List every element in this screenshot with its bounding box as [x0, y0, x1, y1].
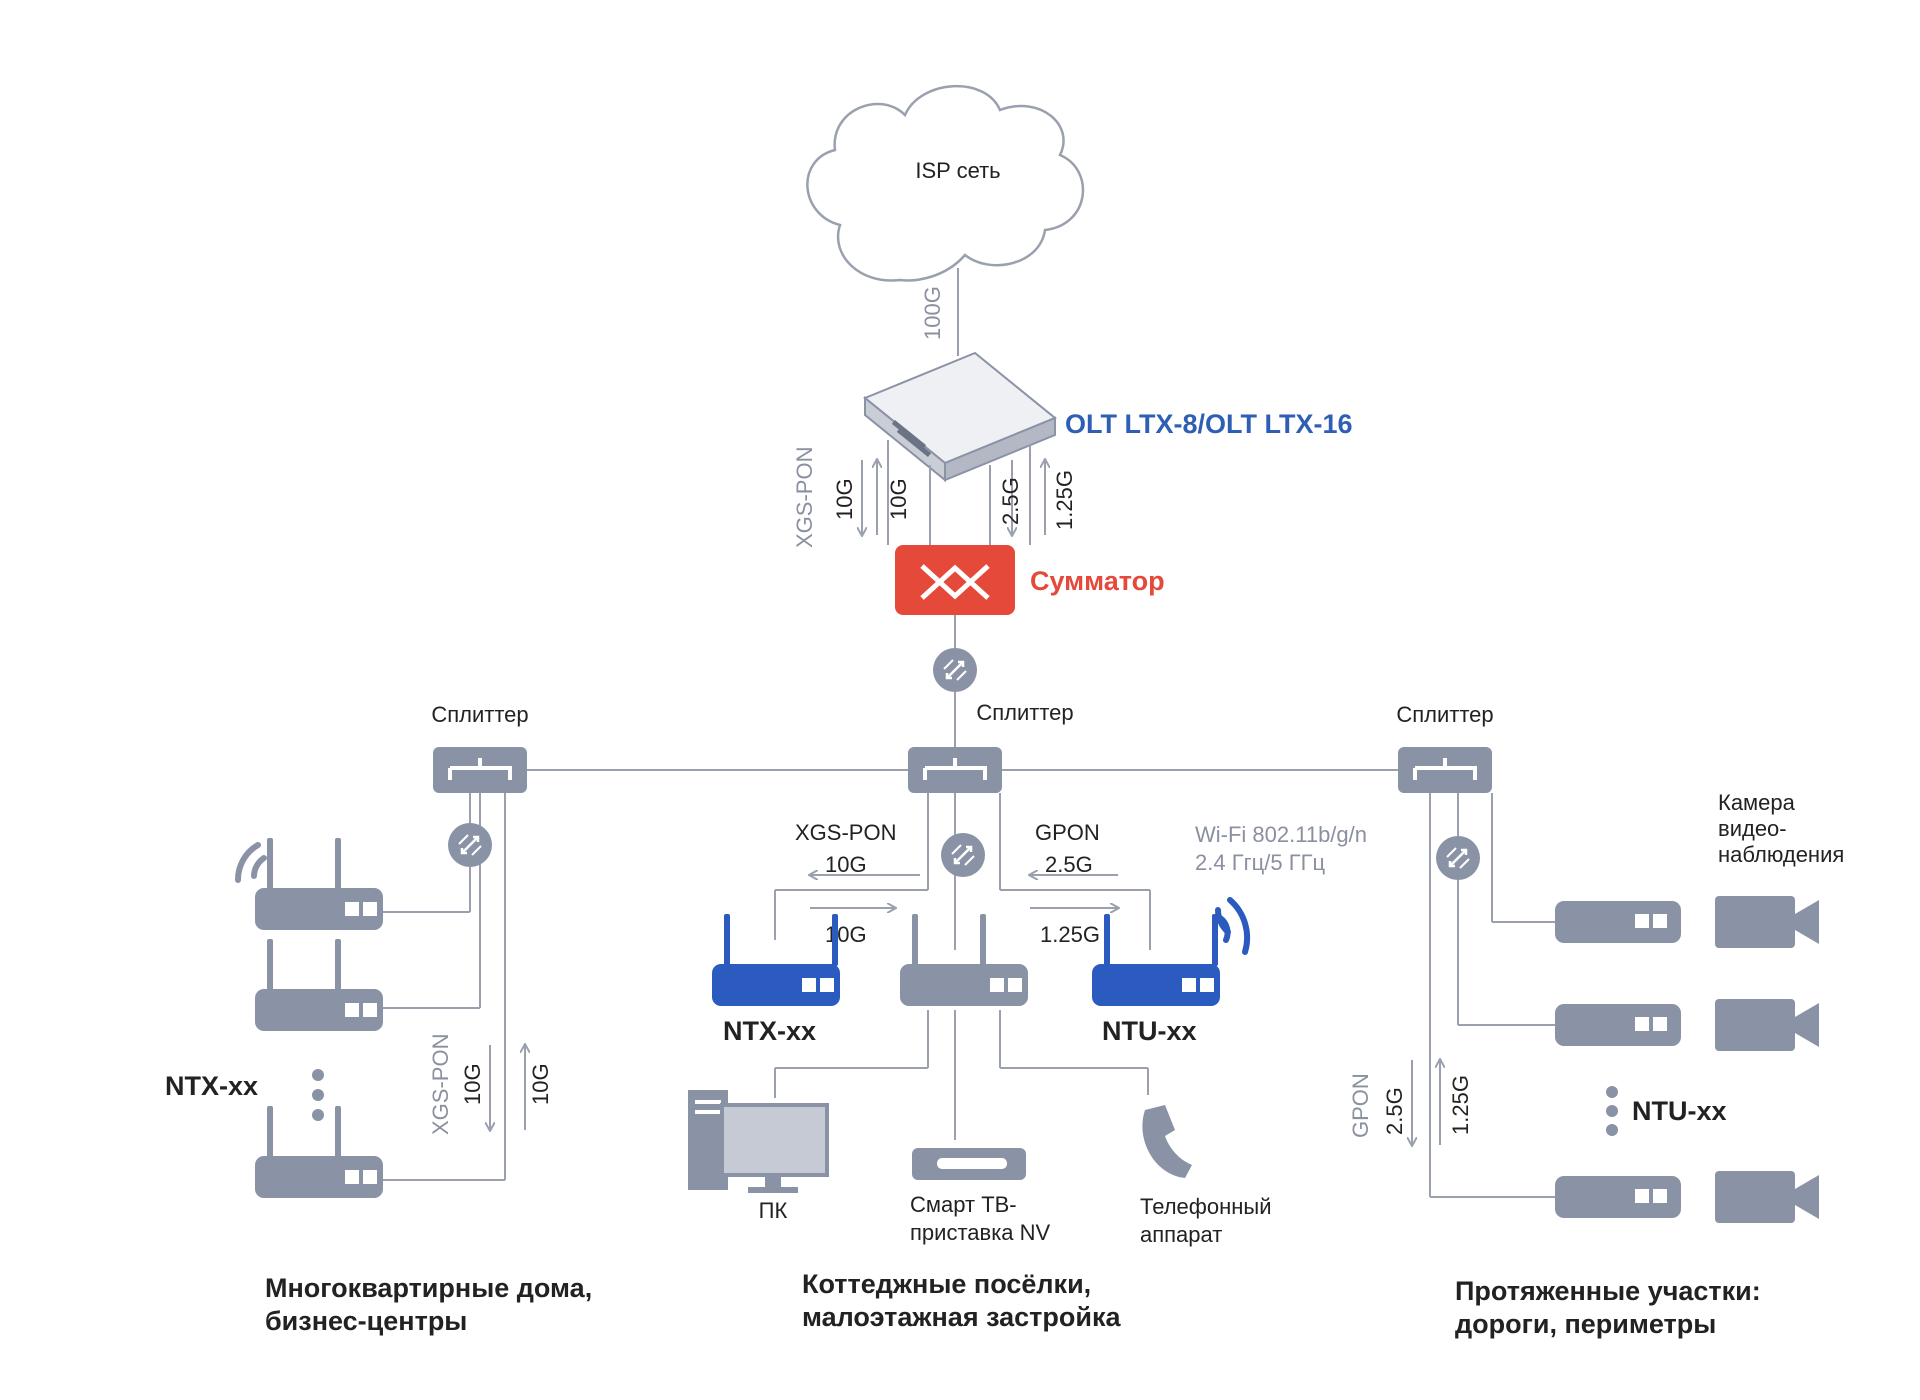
center-gpon-down-label: 2.5G — [1045, 852, 1093, 877]
olt-device-icon — [863, 351, 1057, 483]
splitter-left-icon — [431, 745, 529, 795]
center-group-links — [774, 793, 1151, 1140]
camera-label-line1: Камера — [1718, 790, 1796, 815]
wifi-bands-label: 2.4 Ггц/5 ГГц — [1195, 850, 1326, 875]
left-device-label: NTX-xx — [165, 1071, 258, 1101]
right-device-label: NTU-xx — [1632, 1096, 1727, 1126]
camera-2-icon — [1715, 999, 1819, 1051]
left-down-label: 10G — [460, 1063, 485, 1105]
camera-3-icon — [1715, 1171, 1819, 1223]
stb-label-line1: Смарт ТВ- — [910, 1192, 1017, 1217]
pc-label: ПК — [759, 1198, 788, 1223]
ntu-blue-icon — [1092, 914, 1220, 1006]
left-ellipsis-icon — [312, 1069, 324, 1121]
olt-xgs-up-label: 10G — [886, 478, 911, 520]
right-up-label: 1.25G — [1448, 1075, 1473, 1135]
olt-combiner-links — [862, 440, 1045, 545]
left-protocol-label: XGS-PON — [428, 1034, 453, 1135]
center-connector-icon — [939, 831, 987, 879]
center-caption-line1: Коттеджные посёлки, — [802, 1269, 1091, 1299]
olt-gpon-down-label: 2.5G — [998, 477, 1023, 525]
wifi-standard-label: Wi-Fi 802.11b/g/n — [1195, 822, 1367, 847]
ntu-right-1-icon — [1555, 901, 1681, 943]
isp-cloud: ISP сеть — [806, 85, 1085, 282]
set-top-box-icon — [912, 1148, 1026, 1180]
wifi-left-icon — [234, 842, 267, 883]
ont-center-icon — [900, 914, 1028, 1006]
uplink-speed-label: 100G — [920, 286, 945, 340]
olt-label: OLT LTX-8/OLT LTX-16 — [1065, 409, 1352, 439]
center-gpon-up-label: 1.25G — [1040, 922, 1100, 947]
center-xgs-up-label: 10G — [825, 922, 867, 947]
splitter-left-label: Сплиттер — [431, 702, 528, 727]
left-caption-line1: Многоквартирные дома, — [265, 1273, 592, 1303]
splitter-right-label: Сплиттер — [1396, 702, 1493, 727]
phone-label-line1: Телефонный — [1140, 1194, 1272, 1219]
phone-icon — [1142, 1105, 1192, 1178]
right-protocol-label: GPON — [1348, 1073, 1373, 1138]
splitter-center-icon — [906, 745, 1004, 795]
right-connector-icon — [1434, 834, 1482, 882]
ont-left-1-icon — [255, 838, 383, 930]
center-xgs-protocol-label: XGS-PON — [795, 820, 896, 845]
combiner-icon — [895, 545, 1015, 615]
left-connector-icon — [446, 821, 494, 869]
center-caption-line2: малоэтажная застройка — [802, 1302, 1121, 1332]
camera-label-line3: наблюдения — [1718, 842, 1844, 867]
right-group-links — [1412, 793, 1555, 1198]
pc-icon — [688, 1090, 829, 1193]
olt-protocol-label: XGS-PON — [792, 447, 817, 548]
left-up-label: 10G — [528, 1063, 553, 1105]
combiner-label: Сумматор — [1030, 566, 1165, 596]
center-gpon-protocol-label: GPON — [1035, 820, 1100, 845]
ont-left-2-icon — [255, 939, 383, 1031]
right-caption-line2: дороги, периметры — [1455, 1309, 1716, 1339]
camera-1-icon — [1715, 896, 1819, 948]
olt-xgs-down-label: 10G — [832, 478, 857, 520]
splitter-center-label: Сплиттер — [976, 700, 1073, 725]
olt-gpon-up-label: 1.25G — [1052, 470, 1077, 530]
right-ellipsis-icon — [1606, 1086, 1618, 1136]
ntu-label: NTU-xx — [1102, 1016, 1197, 1046]
phone-label-line2: аппарат — [1140, 1222, 1222, 1247]
camera-label-line2: видео- — [1718, 816, 1787, 841]
combiner-connector-icon — [931, 646, 979, 694]
stb-label-line2: приставка NV — [910, 1220, 1051, 1245]
center-xgs-down-label: 10G — [825, 852, 867, 877]
right-down-label: 2.5G — [1382, 1087, 1407, 1135]
ntu-right-2-icon — [1555, 1004, 1681, 1046]
right-caption-line1: Протяженные участки: — [1455, 1276, 1761, 1306]
splitter-right-icon — [1396, 745, 1494, 795]
ntx-label: NTX-xx — [723, 1016, 816, 1046]
isp-label: ISP сеть — [915, 158, 1000, 183]
left-caption-line2: бизнес-центры — [265, 1306, 467, 1336]
wifi-center-icon — [1215, 897, 1251, 955]
ntu-right-3-icon — [1555, 1176, 1681, 1218]
